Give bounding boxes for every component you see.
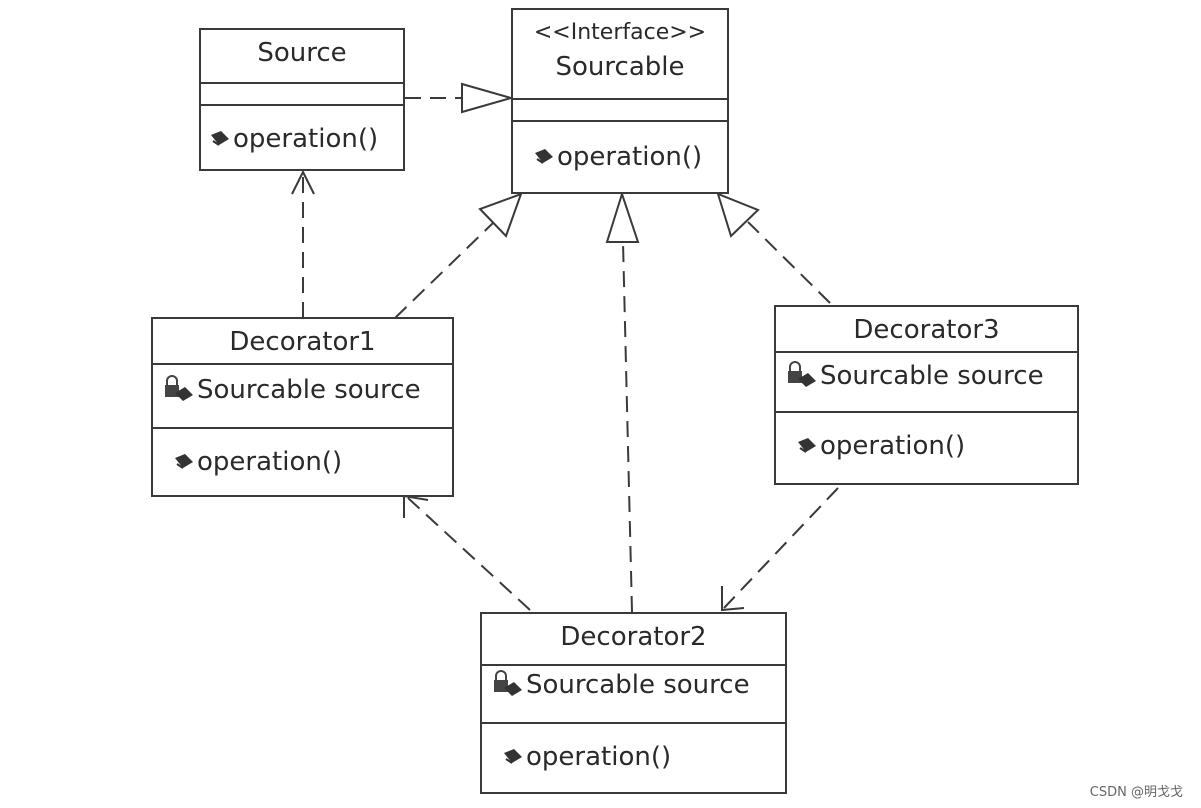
class-source: Source operation() — [199, 28, 405, 171]
operation-label: operation() — [820, 431, 966, 461]
attribute-row: Sourcable source — [153, 375, 452, 405]
operation-row: operation() — [776, 431, 1077, 461]
operation-row: operation() — [482, 742, 785, 772]
attribute-icon — [788, 361, 816, 387]
operations-section: operation() — [201, 104, 403, 169]
edge-decorator2-sourcable — [622, 241, 633, 613]
dependency-arrowhead — [721, 586, 745, 612]
attributes-section — [201, 82, 403, 104]
operation-label: operation() — [197, 447, 343, 477]
operation-row: operation() — [513, 142, 727, 172]
class-name: Decorator2 — [560, 622, 707, 652]
stereotype-label: <<Interface>> — [533, 20, 707, 45]
interface-header: <<Interface>> Sourcable — [513, 10, 727, 98]
class-name: Source — [257, 38, 347, 68]
operation-row: operation() — [201, 124, 403, 154]
class-decorator1: Decorator1 Sourcable source operation() — [151, 317, 454, 497]
dependency-arrowhead — [403, 494, 429, 518]
realization-arrowhead — [605, 190, 640, 243]
attribute-icon — [165, 375, 193, 401]
interface-sourcable: <<Interface>> Sourcable operation() — [511, 8, 729, 194]
operation-label: operation() — [557, 142, 703, 172]
attributes-section: Sourcable source — [482, 664, 785, 722]
attributes-section: Sourcable source — [153, 363, 452, 427]
operation-icon — [175, 454, 193, 469]
class-decorator3: Decorator3 Sourcable source operation() — [774, 305, 1079, 485]
attribute-label: Sourcable source — [820, 361, 1044, 391]
class-name: Sourcable — [555, 52, 685, 82]
class-name: Decorator1 — [229, 327, 376, 357]
attribute-row: Sourcable source — [776, 361, 1077, 391]
operation-icon — [798, 438, 816, 453]
dependency-arrowhead — [291, 169, 315, 195]
operation-icon — [211, 131, 229, 146]
edge-decorator2-decorator1 — [407, 497, 531, 611]
realization-arrowhead — [478, 192, 523, 238]
operation-icon — [535, 149, 553, 164]
operation-row: operation() — [153, 447, 452, 477]
operations-section: operation() — [776, 411, 1077, 483]
operations-section: operation() — [153, 427, 452, 495]
operations-section: operation() — [513, 120, 727, 192]
attribute-label: Sourcable source — [197, 375, 421, 405]
attribute-icon — [494, 670, 522, 696]
watermark: CSDN @明戈戈 — [1089, 785, 1183, 800]
operation-label: operation() — [526, 742, 672, 772]
class-decorator2: Decorator2 Sourcable source operation() — [480, 612, 787, 794]
attribute-label: Sourcable source — [526, 670, 750, 700]
attribute-row: Sourcable source — [482, 670, 785, 700]
attributes-section: Sourcable source — [776, 351, 1077, 411]
edge-decorator1-sourcable — [394, 221, 495, 319]
class-name: Decorator3 — [853, 315, 1000, 345]
operation-label: operation() — [233, 124, 379, 154]
operation-icon — [504, 749, 522, 764]
realization-arrowhead — [461, 82, 515, 114]
edge-decorator3-decorator2 — [723, 487, 839, 609]
edge-decorator3-sourcable — [747, 221, 831, 304]
realization-arrowhead — [716, 192, 760, 238]
attributes-section — [513, 98, 727, 120]
operations-section: operation() — [482, 722, 785, 792]
